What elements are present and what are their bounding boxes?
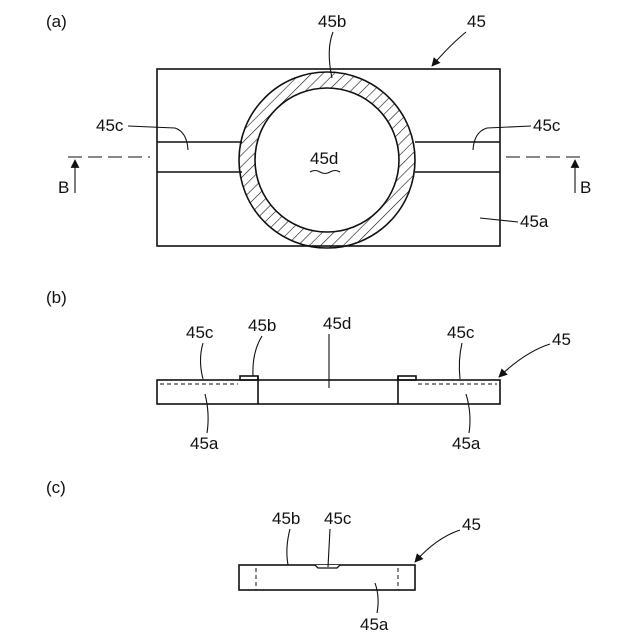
ref-label-45c-left: 45c [186, 323, 214, 342]
panel-c: (c) 45b 45c 45 45a [46, 478, 481, 634]
leader-45b [253, 336, 262, 376]
ref-label-45: 45 [467, 12, 486, 31]
ref-label-45d: 45d [310, 149, 338, 168]
ref-label-45c-left: 45c [96, 116, 124, 135]
leader-45d-squiggle [310, 171, 340, 174]
ref-label-45: 45 [552, 330, 571, 349]
leader-45a-right [466, 394, 470, 433]
ref-label-45c: 45c [324, 509, 352, 528]
panel-c-label: (c) [46, 478, 66, 497]
leader-45c-left [201, 343, 204, 379]
ref-label-45c-right: 45c [533, 116, 561, 135]
ref-label-45c-right: 45c [447, 323, 475, 342]
base-plate-45a-side-section [239, 565, 415, 590]
leader-45c-right [473, 126, 531, 150]
ref-label-45: 45 [462, 515, 481, 534]
leader-45a [375, 583, 378, 613]
ref-label-45d: 45d [323, 314, 351, 333]
panel-b: (b) 45c 45b 45d 45c 45 45a 45a [46, 288, 571, 453]
leader-45c [328, 529, 330, 567]
ref-label-45b: 45b [248, 316, 276, 335]
section-label-b-right: B [580, 178, 591, 197]
leader-45-arrow [415, 530, 460, 562]
leader-45c-left [128, 126, 188, 150]
ring-45b-step-right [398, 376, 416, 380]
leader-45a-left [205, 394, 208, 433]
ref-label-45a-left: 45a [190, 434, 219, 453]
ref-label-45b: 45b [272, 509, 300, 528]
leader-45b [287, 529, 290, 565]
panel-a-label: (a) [46, 12, 67, 31]
ring-45b-step-left [240, 376, 258, 380]
leader-45c-right [459, 343, 462, 379]
ref-label-45a-right: 45a [452, 434, 481, 453]
leader-45-arrow [432, 32, 466, 66]
ref-label-45a: 45a [520, 212, 549, 231]
panel-b-label: (b) [46, 288, 67, 307]
leader-45-arrow [499, 344, 550, 377]
section-label-b-left: B [58, 178, 69, 197]
leader-45a [480, 218, 518, 222]
ref-label-45a: 45a [360, 615, 389, 634]
ref-label-45b: 45b [318, 12, 346, 31]
panel-a: (a) B B 45 45b 45c 45c 45d 45a [46, 12, 591, 248]
leader-45b [329, 32, 333, 78]
